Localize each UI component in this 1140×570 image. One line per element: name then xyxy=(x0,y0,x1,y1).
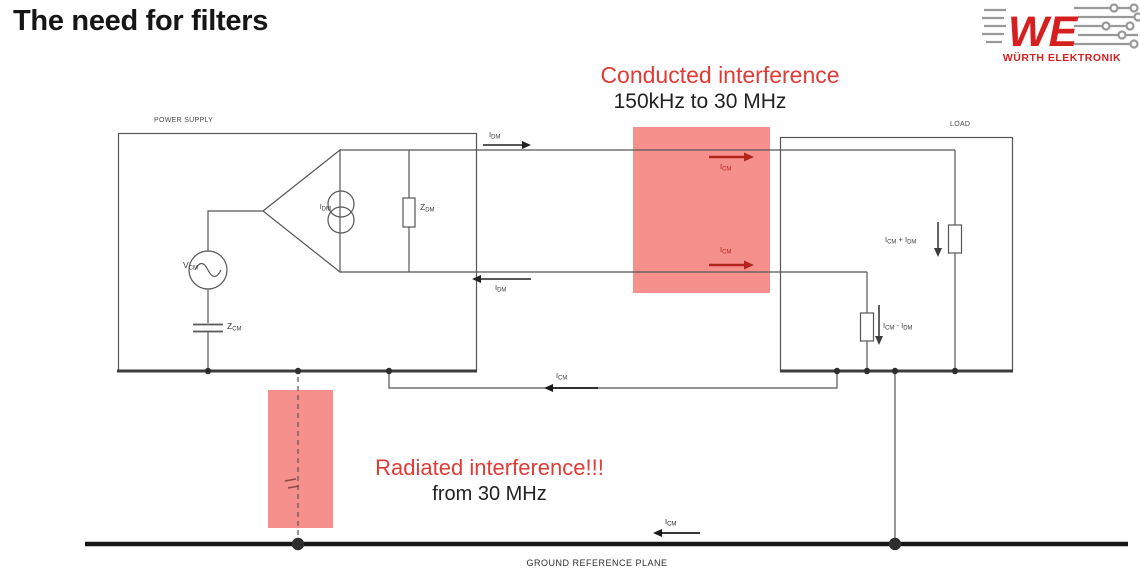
load-resistor-diff-icon xyxy=(859,312,875,342)
right-arrow-icon xyxy=(522,141,531,149)
load-resistor-sum-icon xyxy=(947,224,963,254)
sine-wave-icon xyxy=(194,262,222,278)
load-sum-branch xyxy=(934,150,963,371)
connection-nodes xyxy=(204,367,959,551)
amplifier-triangle-icon xyxy=(262,148,341,274)
idm-arrows xyxy=(472,141,531,283)
load-box xyxy=(779,136,1014,373)
right-arrow-icon xyxy=(744,152,754,162)
zdm-resistor-branch xyxy=(402,150,416,272)
icm-return-arrow xyxy=(544,384,598,392)
icm-ground-arrow xyxy=(653,529,700,537)
left-arrow-icon xyxy=(544,384,553,392)
left-arrow-icon xyxy=(472,275,481,283)
field-marks-icon xyxy=(284,478,300,489)
left-arrow-icon xyxy=(653,529,662,537)
ground-node-right xyxy=(888,537,902,551)
radiated-interference-highlight xyxy=(268,390,333,528)
vcm-source-branch xyxy=(188,210,263,371)
down-arrow-icon xyxy=(934,248,942,257)
power-supply-box xyxy=(117,132,478,373)
return-wire xyxy=(388,371,838,389)
ground-node-left xyxy=(291,537,305,551)
load-diff-branch xyxy=(859,272,883,371)
idm-current-source-icon xyxy=(327,190,355,234)
down-arrow-icon xyxy=(875,336,883,345)
right-arrow-icon xyxy=(744,260,754,270)
zdm-resistor-icon xyxy=(402,197,416,228)
icm-conducted-arrows xyxy=(709,152,754,270)
